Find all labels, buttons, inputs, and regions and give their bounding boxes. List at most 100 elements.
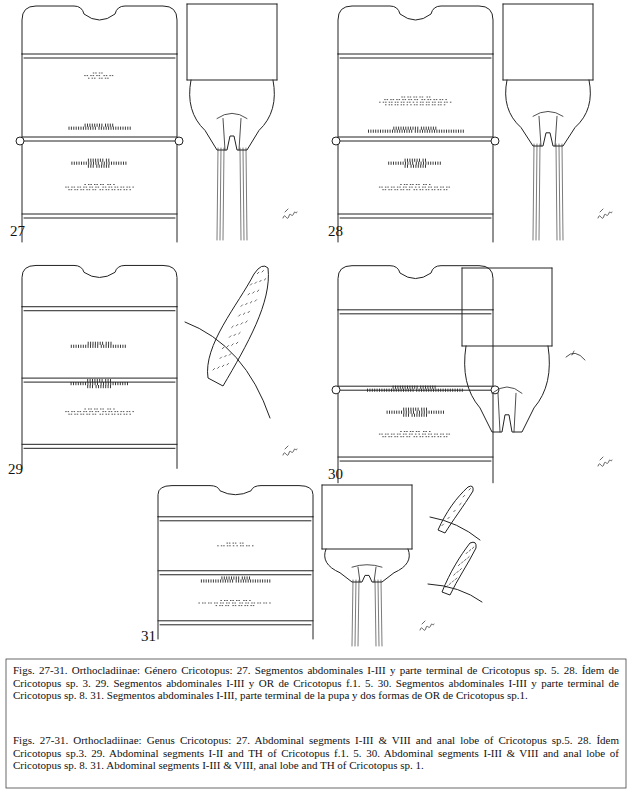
segment-boundary xyxy=(338,54,493,55)
genital-sac xyxy=(533,111,563,146)
segment-outline xyxy=(187,4,277,5)
anal-lobe xyxy=(506,80,591,146)
segment-boundary xyxy=(338,309,493,310)
segment-boundary xyxy=(158,570,313,571)
segment-boundary xyxy=(338,457,493,458)
figure-number: 30 xyxy=(328,466,343,482)
segment-boundary xyxy=(24,310,175,311)
anal-macrosetae xyxy=(217,148,247,240)
spinule-patch xyxy=(69,124,130,129)
horn-spinules xyxy=(442,489,471,526)
segment-side xyxy=(313,517,314,639)
segment-outline xyxy=(322,485,412,486)
anal-macrosetae xyxy=(352,580,382,646)
lateral-tubercle xyxy=(175,137,183,145)
segment-boundary xyxy=(503,80,593,81)
anal-macrosetae xyxy=(533,144,563,240)
segment-boundary xyxy=(338,386,493,387)
segment-side xyxy=(338,310,339,483)
segment-side xyxy=(493,54,494,242)
spinule-patch xyxy=(85,73,113,78)
segment-side xyxy=(322,485,412,549)
segment-side xyxy=(158,517,159,639)
segment-boundary xyxy=(340,313,491,314)
segment-boundary xyxy=(340,58,491,59)
artist-signature xyxy=(283,209,297,218)
segment-boundary xyxy=(24,448,175,449)
segment-boundary xyxy=(24,58,175,59)
segment-boundary xyxy=(24,218,175,219)
figure-number: 28 xyxy=(328,223,343,239)
thoracic-horn xyxy=(208,266,269,386)
segment-side xyxy=(462,268,552,346)
segment-boundary xyxy=(22,444,177,445)
segment-outline xyxy=(158,486,313,517)
artist-signature xyxy=(420,621,434,630)
segment-boundary xyxy=(24,141,175,142)
segment-side xyxy=(22,54,23,242)
seta xyxy=(572,351,574,355)
lateral-tubercle xyxy=(332,386,340,394)
segment-side xyxy=(493,310,494,483)
horn-spinules xyxy=(213,271,266,371)
lateral-tubercle xyxy=(332,137,340,145)
segment-side xyxy=(338,54,339,242)
segment-boundary xyxy=(22,137,177,138)
spinule-patch xyxy=(72,159,126,167)
segment-side xyxy=(177,307,178,469)
figure-number: 27 xyxy=(10,223,25,239)
segment-side xyxy=(22,307,23,469)
spinule-patch xyxy=(66,409,134,414)
segment-boundary xyxy=(22,378,177,379)
spinule-patch xyxy=(387,408,443,416)
spinule-patch xyxy=(368,386,463,391)
segment-boundary xyxy=(340,141,491,142)
segment-boundary xyxy=(160,624,311,625)
segment-boundary xyxy=(338,137,493,138)
segment-side xyxy=(177,54,178,242)
thoracic-horn xyxy=(438,486,473,533)
thorax-outline xyxy=(185,322,270,418)
spinule-patch xyxy=(218,543,253,546)
segment-boundary xyxy=(160,574,311,575)
segment-boundary xyxy=(22,306,177,307)
segment-boundary xyxy=(22,54,177,55)
artist-signature xyxy=(283,446,297,455)
segment-side xyxy=(503,4,593,80)
segment-boundary xyxy=(340,390,491,391)
segment-boundary xyxy=(22,214,177,215)
thorax-outline xyxy=(428,584,482,602)
lateral-tubercle xyxy=(491,137,499,145)
spinule-patch xyxy=(71,379,127,387)
segment-outline xyxy=(338,266,493,310)
caption-frame xyxy=(6,659,626,788)
spinule-patch xyxy=(201,577,269,582)
segment-side xyxy=(187,4,277,80)
artist-signature xyxy=(598,457,612,466)
spinule-patch xyxy=(199,601,271,606)
genital-sac xyxy=(352,565,382,582)
lateral-tubercle xyxy=(16,137,24,145)
caption-english: Figs. 27-31. Orthocladiinae: Genus Crico… xyxy=(13,734,619,772)
segment-boundary xyxy=(187,80,277,81)
segment-outline xyxy=(22,265,177,306)
segment-boundary xyxy=(322,549,412,550)
genital-sac xyxy=(217,113,247,150)
anal-lobe xyxy=(190,80,275,150)
spinule-patch xyxy=(71,342,125,347)
figure-number: 29 xyxy=(8,461,23,477)
segment-outline xyxy=(462,268,552,269)
segment-boundary xyxy=(340,218,491,219)
spinule-patch xyxy=(369,127,464,132)
thorax-outline xyxy=(566,353,585,360)
segment-boundary xyxy=(338,214,493,215)
segment-boundary xyxy=(462,346,552,347)
genital-sac xyxy=(492,387,522,432)
spinule-patch xyxy=(380,97,452,105)
spinule-patch xyxy=(379,432,449,437)
segment-outline xyxy=(22,6,177,54)
segment-boundary xyxy=(340,461,491,462)
spinule-patch xyxy=(379,185,449,190)
anal-lobe xyxy=(325,549,410,582)
horn-spinules xyxy=(446,547,474,587)
